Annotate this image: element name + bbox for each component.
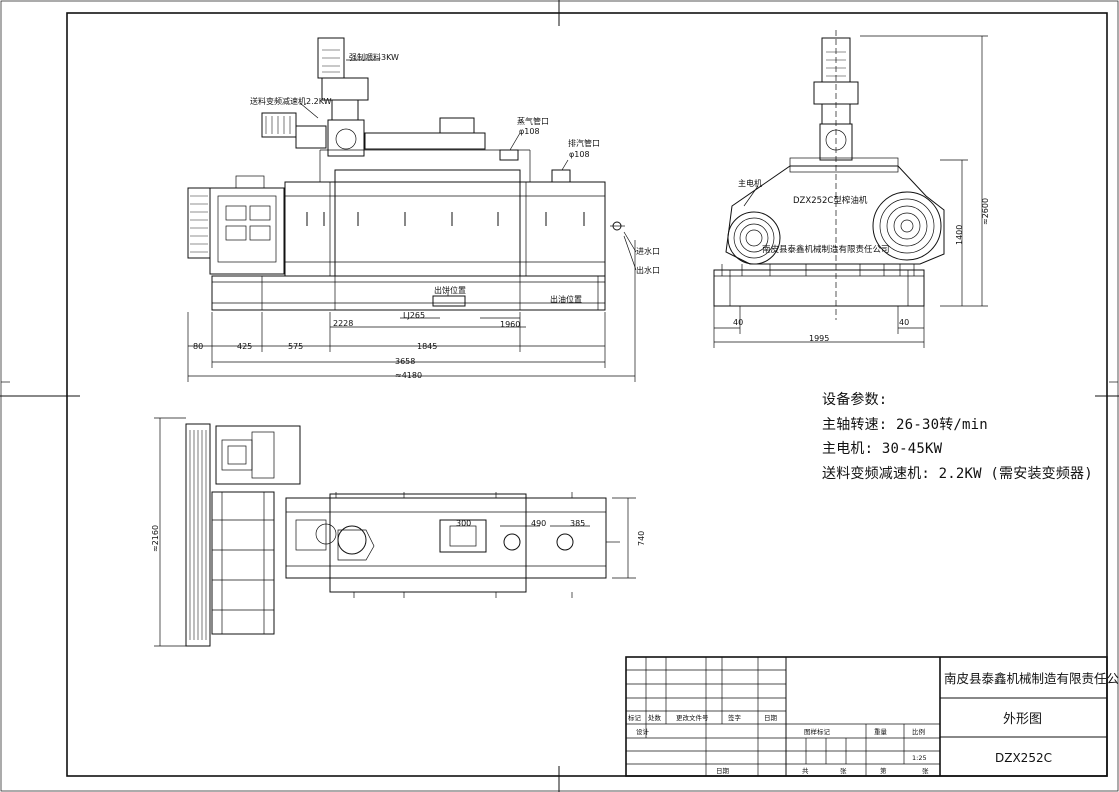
plan-cake-outlet	[439, 519, 487, 553]
title-block-text: 南皮县泰鑫机械制造有限责任公司 外形图 DZX252C 标记 处数 更改文件号 …	[628, 671, 1119, 775]
label-cake-position: 出饼位置	[434, 285, 466, 295]
dimension-values: 80 425 575 2228 1845 1960 3658 ≈4180 40 …	[151, 198, 990, 552]
params-main-motor: 主电机: 30-45KW	[822, 441, 943, 457]
dim-2600: ≈2600	[981, 198, 990, 225]
label-water-in: 进水口	[636, 246, 660, 256]
plan-view	[154, 417, 636, 647]
drive-pulley-large	[872, 191, 942, 261]
dim-740: 740	[637, 531, 646, 546]
equipment-parameters: 设备参数: 主轴转速: 26-30转/min 主电机: 30-45KW 送料变频…	[822, 388, 1112, 486]
tb-col-doc: 更改文件号	[676, 713, 709, 722]
label-steam-inlet-dia: φ108	[519, 127, 540, 136]
tb-sheets: 张	[840, 766, 847, 775]
exhaust-pipe	[551, 169, 571, 183]
plan-main-motor	[215, 425, 301, 485]
label-feed-motor: 送料变频减速机2.2KW	[250, 96, 332, 106]
dim-575: 575	[288, 342, 303, 351]
tb-col-mark: 标记	[628, 713, 642, 722]
front-dimensions	[187, 240, 636, 382]
tb-sheet-no: 第	[880, 766, 887, 775]
tb-col-count: 处数	[648, 713, 662, 722]
dim-40b: 40	[899, 318, 909, 327]
press-cage	[334, 169, 521, 277]
dim-2160: ≈2160	[151, 525, 160, 552]
dim-1995: 1995	[809, 334, 829, 343]
label-steam-inlet: 蒸气管口	[517, 116, 549, 126]
tb-date2: 日期	[716, 767, 730, 775]
tb-scale: 比例	[912, 727, 925, 736]
feed-trough	[364, 132, 486, 150]
tb-drawing-no: DZX252C	[995, 751, 1052, 765]
steam-inlet-pipe	[499, 149, 519, 161]
dim-425: 425	[237, 342, 252, 351]
base-frame	[211, 275, 606, 311]
front-elevation-view	[187, 37, 637, 382]
params-feed-motor: 送料变频减速机: 2.2KW (需安装变频器)	[822, 465, 1093, 482]
tb-scale-value: 1:25	[912, 754, 927, 762]
side-vertical-motor	[821, 37, 851, 83]
label-force-feed-motor: 强制喂料3KW	[349, 52, 399, 62]
cage-slots	[306, 212, 585, 226]
plan-belt-guard	[185, 423, 211, 647]
tb-total: 共	[802, 766, 809, 775]
tb-col-date: 日期	[764, 714, 778, 722]
tb-col-sign: 签字	[728, 713, 742, 722]
side-base	[713, 269, 925, 307]
label-main-motor: 主电机	[738, 178, 762, 188]
title-block	[625, 656, 1108, 777]
hopper	[439, 117, 475, 134]
params-spindle-speed: 主轴转速: 26-30转/min	[822, 416, 988, 433]
label-exhaust-outlet-dia: φ108	[569, 150, 590, 159]
view-labels: 强制喂料3KW 送料变频减速机2.2KW 蒸气管口 φ108 排汽管口 φ108…	[250, 52, 890, 528]
dim-80: 80	[193, 342, 203, 351]
gearbox	[209, 187, 285, 275]
dim-490: 490	[531, 519, 546, 528]
side-dimensions	[713, 35, 988, 348]
tb-drawing-name: 外形图	[1003, 712, 1042, 727]
dim-385: 385	[570, 519, 585, 528]
dim-1400: 1400	[955, 225, 964, 245]
dim-40a: 40	[733, 318, 743, 327]
dim-1960: 1960	[500, 320, 520, 329]
tb-stage-mark: 图样标记	[804, 727, 831, 736]
drive-pulley-small	[727, 211, 781, 265]
label-model-plate: DZX252C型榨油机	[793, 195, 868, 206]
side-elevation-view	[713, 30, 988, 348]
label-lj: LJ265	[403, 311, 425, 320]
label-water-out: 出水口	[636, 265, 660, 275]
feed-motor	[261, 112, 297, 138]
dim-1845: 1845	[417, 342, 437, 351]
feeder-gearbox	[327, 119, 365, 157]
force-feed-motor	[317, 37, 345, 79]
plan-press-body	[285, 497, 607, 579]
plan-dimensions	[154, 417, 636, 647]
plan-gearbox	[211, 491, 275, 635]
dim-3658: 3658	[395, 357, 415, 366]
dim-2228: 2228	[333, 319, 353, 328]
label-oil-position: 出油位置	[550, 294, 582, 304]
dim-4180: ≈4180	[395, 371, 422, 380]
cake-outlet	[432, 295, 466, 307]
tb-design: 设计	[636, 727, 650, 736]
label-company-plate: 南皮县泰鑫机械制造有限责任公司	[762, 244, 890, 255]
drawing-frame	[66, 12, 1108, 777]
tb-company: 南皮县泰鑫机械制造有限责任公司	[944, 671, 1119, 686]
label-exhaust-outlet: 排汽管口	[568, 138, 600, 148]
tb-sheets2: 张	[922, 766, 929, 775]
tb-weight: 重量	[874, 728, 888, 736]
params-title: 设备参数:	[822, 392, 888, 408]
belt-guard	[187, 187, 211, 259]
label-slot: 300	[456, 519, 471, 528]
